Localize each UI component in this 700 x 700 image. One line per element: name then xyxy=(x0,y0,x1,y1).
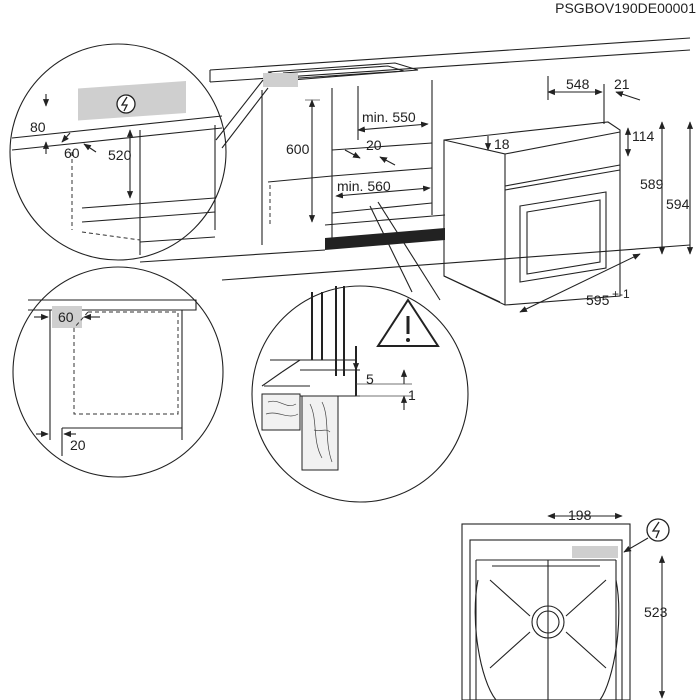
detail-top-left: 520 80 60 xyxy=(9,43,269,261)
cabinet-min-width-label: min. 560 xyxy=(337,178,391,194)
detail-top-left-dim-b: 60 xyxy=(64,145,80,161)
oven-top-gap-label: 18 xyxy=(494,136,510,152)
electric-hazard-icon-top xyxy=(116,94,136,114)
rear-view: 198 523 xyxy=(461,507,670,700)
detail-center: 5 1 xyxy=(251,201,469,503)
document-code: PSGBOV190DE00001 xyxy=(555,0,696,16)
detail-mid-left: 60 20 xyxy=(12,266,224,478)
detail-top-left-dim-c: 520 xyxy=(108,147,132,163)
cabinet-dimensions: 600 min. 550 20 min. 560 xyxy=(286,99,431,223)
rear-offset-label: 198 xyxy=(568,507,592,523)
rear-height-label: 523 xyxy=(644,604,668,620)
warning-icon xyxy=(376,298,440,347)
cabinet-height-label: 600 xyxy=(286,141,310,157)
oven-panel-height-label: 114 xyxy=(632,128,655,144)
detail-top-left-dim-a: 80 xyxy=(30,119,46,135)
cabinet-min-depth-label: min. 550 xyxy=(362,109,416,125)
oven-width-tolerance: +-1 xyxy=(612,287,630,301)
cabinet-perspective xyxy=(139,37,691,281)
oven-depth-label: 548 xyxy=(566,76,590,92)
detail-mid-left-dim-b: 20 xyxy=(70,437,86,453)
oven-dimensions: 548 21 18 114 589 594 595 +-1 xyxy=(484,76,694,313)
oven-height-inner-label: 589 xyxy=(640,176,664,192)
detail-center-dim-a: 5 xyxy=(366,371,374,387)
oven-height-total-label: 594 xyxy=(666,196,690,212)
detail-center-dim-b: 1 xyxy=(408,387,416,403)
cabinet-gap-label: 20 xyxy=(366,137,382,153)
oven-perspective xyxy=(443,121,621,306)
oven-width-label: 595 xyxy=(586,292,610,308)
detail-mid-left-dim-a: 60 xyxy=(58,309,74,325)
oven-front-label: 21 xyxy=(614,76,630,92)
electric-hazard-icon-rear xyxy=(646,518,670,542)
